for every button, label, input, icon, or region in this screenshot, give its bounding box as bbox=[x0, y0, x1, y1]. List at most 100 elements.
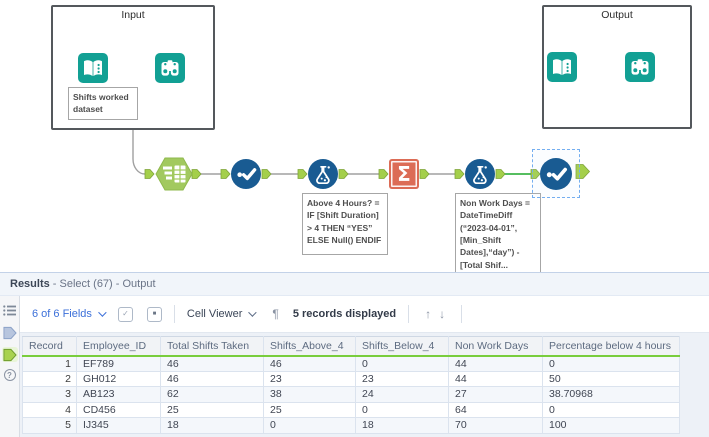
book-icon bbox=[78, 53, 108, 83]
table-cell[interactable]: 0 bbox=[542, 401, 680, 418]
table-cell[interactable]: 46 bbox=[160, 370, 264, 387]
question-icon: ? bbox=[7, 370, 12, 380]
input-anchor[interactable] bbox=[144, 169, 155, 179]
table-cell[interactable]: 0 bbox=[542, 355, 680, 372]
table-row: 2 GH012 46 23 23 44 50 bbox=[22, 370, 680, 387]
table-cell[interactable]: 24 bbox=[355, 386, 449, 403]
select-tool[interactable] bbox=[231, 159, 261, 189]
scroll-up-button[interactable]: ↑ bbox=[421, 307, 435, 321]
record-number-cell[interactable]: 5 bbox=[22, 417, 77, 434]
output-anchor[interactable] bbox=[338, 169, 349, 179]
column-header-percentage-below-4[interactable]: Percentage below 4 hours bbox=[542, 336, 680, 357]
results-title: Results bbox=[10, 278, 50, 290]
column-header-total-shifts[interactable]: Total Shifts Taken bbox=[160, 336, 264, 357]
table-cell[interactable]: 18 bbox=[355, 417, 449, 434]
record-number-cell[interactable]: 3 bbox=[22, 386, 77, 403]
workflow-canvas: Input Output Shifts worked dataset bbox=[51, 5, 692, 275]
table-cell[interactable]: 46 bbox=[160, 355, 264, 372]
input-anchor[interactable] bbox=[454, 169, 465, 179]
input-data-tool[interactable] bbox=[78, 53, 108, 83]
record-number-cell[interactable]: 1 bbox=[22, 355, 77, 372]
table-cell[interactable]: 18 bbox=[160, 417, 264, 434]
column-header-employee-id[interactable]: Employee_ID bbox=[76, 336, 161, 357]
table-cell[interactable]: 0 bbox=[355, 355, 449, 372]
input-anchor[interactable] bbox=[297, 169, 308, 179]
tool-annotation[interactable]: Above 4 Hours? = IF [Shift Duration] > 4… bbox=[302, 193, 388, 255]
table-cell[interactable]: AB123 bbox=[76, 386, 161, 403]
results-grid: Record Employee_ID Total Shifts Taken Sh… bbox=[22, 336, 680, 434]
table-cell[interactable]: GH012 bbox=[76, 370, 161, 387]
select-records-tool[interactable] bbox=[155, 157, 193, 191]
flask-icon bbox=[308, 159, 338, 189]
output-anchor[interactable] bbox=[419, 169, 430, 179]
input-anchor[interactable] bbox=[220, 169, 231, 179]
output-anchor[interactable] bbox=[191, 169, 202, 179]
output-anchor[interactable] bbox=[261, 169, 272, 179]
select-tool-selected[interactable] bbox=[540, 158, 572, 190]
table-cell[interactable]: 50 bbox=[542, 370, 680, 387]
deselect-fields-button[interactable]: ■ bbox=[146, 306, 162, 322]
whitespace-toggle-button[interactable]: ¶ bbox=[272, 307, 278, 321]
flask-icon bbox=[465, 159, 495, 189]
summarize-tool[interactable]: Σ bbox=[389, 159, 419, 189]
table-cell[interactable]: 0 bbox=[263, 417, 356, 434]
metadata-list-button[interactable] bbox=[2, 303, 18, 318]
container-title: Input bbox=[121, 9, 145, 21]
checkbox-check-icon: ✓ bbox=[122, 309, 129, 318]
column-header-record[interactable]: Record bbox=[22, 336, 77, 357]
formula-tool[interactable] bbox=[465, 159, 495, 189]
table-cell[interactable]: 23 bbox=[263, 370, 356, 387]
table-cell[interactable]: 25 bbox=[160, 401, 264, 418]
help-button[interactable]: ? bbox=[3, 369, 16, 381]
tool-annotation[interactable]: Shifts worked dataset bbox=[68, 87, 138, 120]
toolbar-divider bbox=[173, 305, 175, 323]
table-cell[interactable]: 70 bbox=[448, 417, 543, 434]
record-number-cell[interactable]: 4 bbox=[22, 401, 77, 418]
input-anchor[interactable] bbox=[378, 169, 389, 179]
list-icon bbox=[3, 305, 16, 316]
checkbox-square-icon: ■ bbox=[152, 311, 157, 317]
table-cell[interactable]: 38.70968 bbox=[542, 386, 680, 403]
output-anchor-icon bbox=[2, 348, 17, 361]
select-all-fields-button[interactable]: ✓ bbox=[117, 306, 133, 322]
scroll-down-button[interactable]: ↓ bbox=[435, 307, 449, 321]
table-cell[interactable]: 23 bbox=[355, 370, 449, 387]
column-header-shifts-above-4[interactable]: Shifts_Above_4 bbox=[263, 336, 356, 357]
output-anchor[interactable] bbox=[495, 169, 506, 179]
input-anchor-button[interactable] bbox=[2, 325, 18, 340]
table-cell[interactable]: 27 bbox=[448, 386, 543, 403]
arrow-up-icon: ↑ bbox=[425, 307, 432, 321]
record-number-cell[interactable]: 2 bbox=[22, 370, 77, 387]
table-cell[interactable]: 38 bbox=[263, 386, 356, 403]
table-cell[interactable]: 46 bbox=[263, 355, 356, 372]
table-cell[interactable]: EF789 bbox=[76, 355, 161, 372]
fields-dropdown[interactable]: 6 of 6 Fields bbox=[32, 308, 107, 320]
table-header-row: Record Employee_ID Total Shifts Taken Sh… bbox=[22, 336, 680, 357]
column-header-non-work-days[interactable]: Non Work Days bbox=[448, 336, 543, 357]
table-cell[interactable]: 100 bbox=[542, 417, 680, 434]
table-cell[interactable]: IJ345 bbox=[76, 417, 161, 434]
records-displayed-label: 5 records displayed bbox=[292, 308, 397, 320]
select-check-icon bbox=[540, 158, 572, 190]
table-row: 3 AB123 62 38 24 27 38.70968 bbox=[22, 386, 680, 403]
output-anchor-button[interactable] bbox=[1, 347, 18, 362]
browse-tool[interactable] bbox=[155, 53, 185, 83]
input-data-tool[interactable] bbox=[547, 52, 577, 82]
column-header-shifts-below-4[interactable]: Shifts_Below_4 bbox=[355, 336, 449, 357]
results-title-context: - Select (67) - Output bbox=[49, 278, 156, 290]
table-cell[interactable]: 44 bbox=[448, 370, 543, 387]
container-title: Output bbox=[601, 9, 633, 21]
results-panel: Results - Select (67) - Output ? 6 of 6 … bbox=[0, 272, 709, 437]
table-cell[interactable]: 25 bbox=[263, 401, 356, 418]
table-cell[interactable]: 62 bbox=[160, 386, 264, 403]
table-cell[interactable]: 0 bbox=[355, 401, 449, 418]
input-anchor[interactable] bbox=[530, 169, 541, 179]
table-cell[interactable]: CD456 bbox=[76, 401, 161, 418]
tool-annotation[interactable]: Non Work Days = DateTimeDiff (“2023-04-0… bbox=[455, 193, 541, 275]
formula-tool[interactable] bbox=[308, 159, 338, 189]
sigma-icon: Σ bbox=[397, 162, 411, 186]
table-cell[interactable]: 44 bbox=[448, 355, 543, 372]
browse-tool[interactable] bbox=[625, 52, 655, 82]
table-cell[interactable]: 64 bbox=[448, 401, 543, 418]
cell-viewer-dropdown[interactable]: Cell Viewer bbox=[187, 308, 258, 320]
